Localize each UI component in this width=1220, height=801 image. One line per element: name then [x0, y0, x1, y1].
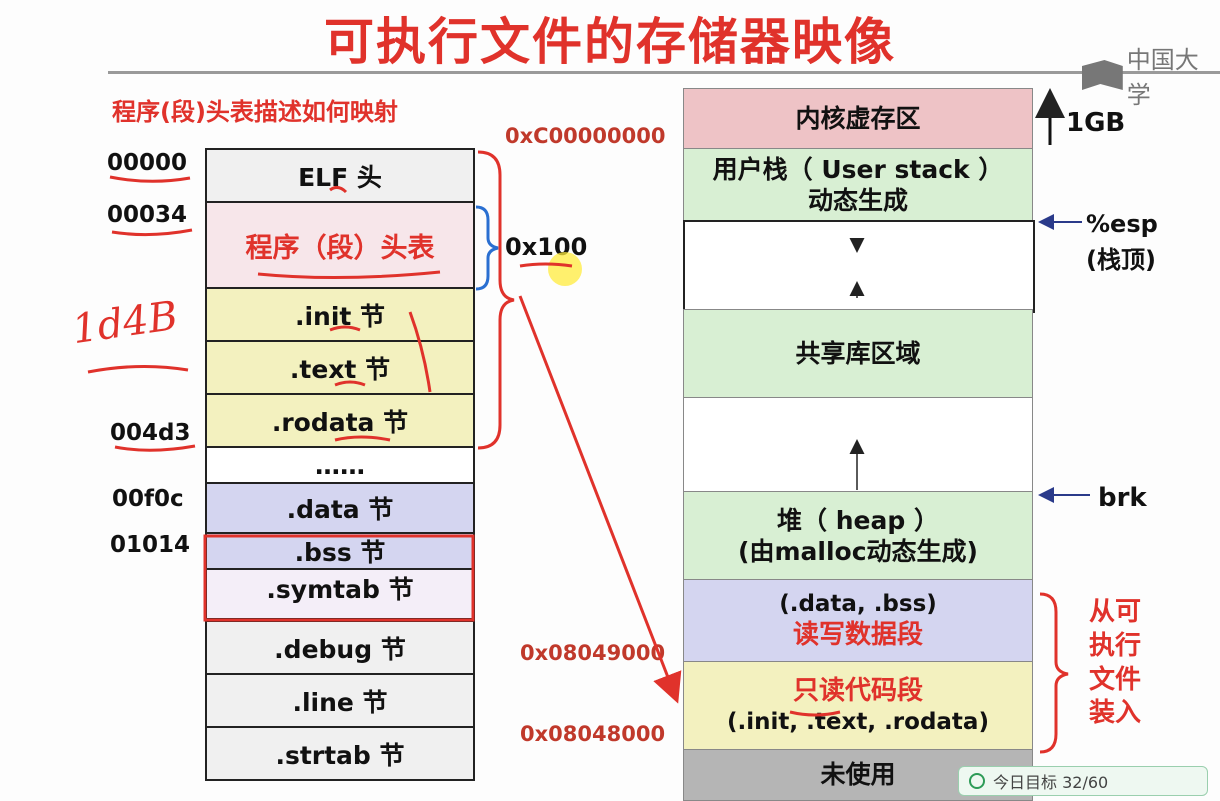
strtab-section-cell: .strtab 节: [205, 726, 475, 781]
section-label: .symtab 节: [266, 575, 414, 604]
init-section-cell: .init 节: [205, 287, 475, 342]
data-segment-address: 0x08049000: [520, 641, 666, 665]
kernel-virtual-memory-region: 内核虚存区: [683, 88, 1033, 150]
ink-underline: [789, 710, 841, 717]
region-label: 共享库区域: [795, 339, 921, 369]
section-label: .line 节: [292, 687, 388, 717]
offset-label: 00f0c: [112, 486, 184, 512]
red-brace-icon: [477, 150, 515, 450]
elf-header-cell: ELF 头: [205, 148, 475, 203]
section-label: .text 节: [289, 354, 391, 384]
bss-section-cell: .bss 节: [205, 532, 475, 570]
region-sublabel: (.init, .text, .rodata): [727, 708, 989, 735]
subtitle: 程序(段)头表描述如何映射: [112, 98, 398, 126]
loaded-from-file-label: 从可 执行 文件 装入: [1085, 596, 1145, 731]
top-size-label: 1GB: [1066, 108, 1126, 138]
ink-mark: [408, 311, 432, 393]
stack-top-label: (栈顶): [1086, 246, 1156, 274]
region-label: 堆（ heap ）: [777, 505, 939, 535]
line-section-cell: .line 节: [205, 673, 475, 728]
debug-section-cell: .debug 节: [205, 620, 475, 675]
page-title: 可执行文件的存储器映像: [324, 13, 896, 71]
offset-label: 01014: [110, 532, 191, 558]
section-label: .strtab 节: [275, 740, 405, 770]
shared-library-region: 共享库区域: [683, 309, 1033, 399]
ink-underline: [111, 228, 193, 237]
cursor-highlight: [548, 252, 582, 286]
region-sublabel: 动态生成: [807, 186, 908, 215]
section-label: ……: [315, 450, 365, 480]
blue-brace-icon: [475, 205, 499, 291]
loaded-label-line: 装入: [1088, 698, 1141, 729]
offset-label: 00034: [107, 202, 188, 228]
ink-underline: [87, 364, 189, 374]
section-label: 程序（段）头表: [245, 232, 435, 264]
kernel-base-address: 0xC00000000: [505, 124, 666, 148]
loaded-label-line: 执行: [1088, 630, 1141, 661]
read-write-data-segment: (.data, .bss)读写数据段: [683, 579, 1033, 663]
esp-label: %esp: [1086, 210, 1158, 238]
region-sublabel: (.data, .bss): [779, 591, 937, 618]
brk-label: brk: [1098, 483, 1147, 513]
region-label: 用户栈（ User stack ）: [712, 154, 1004, 184]
program-header-table-cell: 程序（段）头表: [205, 201, 475, 289]
ink-underline: [257, 270, 441, 280]
rodata-section-cell: .rodata 节: [205, 393, 475, 448]
mapping-arrow-icon: [518, 295, 682, 704]
region-label: 未使用: [820, 760, 896, 790]
red-brace-icon: [1039, 592, 1069, 754]
loaded-label-line: 从可: [1088, 597, 1141, 627]
offset-label: 004d3: [110, 420, 191, 446]
daily-goal-text: 今日目标 32/60: [993, 773, 1109, 792]
ink-underline: [109, 175, 191, 183]
progress-ring-icon: [969, 773, 985, 789]
title-divider: [108, 71, 1220, 74]
ink-mark: [329, 185, 348, 194]
stack-gap-region: [683, 220, 1035, 313]
user-stack-region: 用户栈（ User stack ）动态生成: [683, 148, 1033, 222]
ink-underline: [519, 262, 573, 268]
section-label: .rodata 节: [271, 407, 409, 437]
logo-text: 中国大学: [1126, 46, 1199, 109]
daily-goal-widget[interactable]: 今日目标 32/60: [958, 766, 1208, 796]
section-label: .debug 节: [274, 634, 406, 664]
ink-mark: [329, 325, 361, 332]
read-only-code-segment: 只读代码段(.init, .text, .rodata): [683, 661, 1033, 751]
ink-underline: [114, 444, 196, 452]
ellipsis-cell: ……: [205, 446, 475, 484]
region-label: 内核虚存区: [795, 104, 921, 134]
section-label: .data 节: [286, 495, 394, 524]
loaded-label-line: 文件: [1088, 664, 1141, 695]
ink-mark: [334, 435, 391, 442]
symtab-section-cell: .symtab 节: [205, 568, 475, 620]
logo: 中国大学: [1082, 40, 1220, 110]
offset-label: 00000: [107, 150, 188, 176]
region-label: 只读代码段: [792, 676, 923, 707]
section-label: .init 节: [294, 301, 386, 331]
section-label: .bss 节: [294, 538, 386, 567]
region-label: 读写数据段: [792, 620, 923, 651]
ink-mark: [334, 380, 366, 387]
region-sublabel: (由malloc动态生成): [738, 537, 978, 566]
bss-symtab-highlight-box: [203, 534, 475, 622]
code-segment-address: 0x08048000: [520, 722, 666, 746]
